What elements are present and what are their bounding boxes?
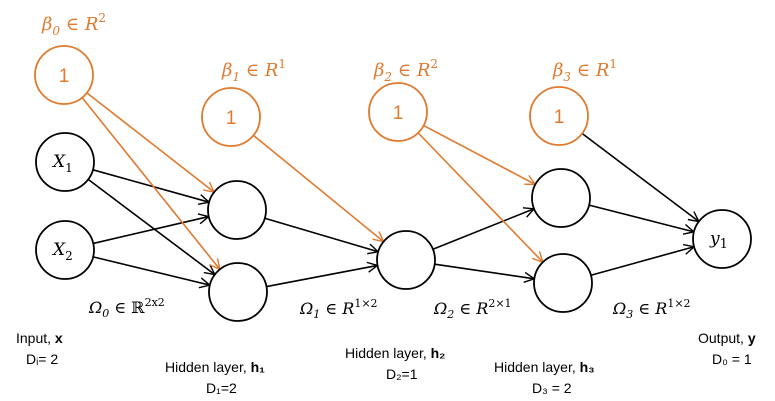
input-node-x2 [35, 220, 95, 280]
edge-h1b-h2 [266, 265, 377, 288]
layer-symbol: x [55, 330, 63, 346]
layer-symbol: h₃ [580, 359, 595, 375]
layer-title: Hidden layer, [165, 359, 251, 375]
output-node-y1 [692, 209, 752, 269]
layer-dimension: D₀ = 1 [712, 351, 752, 367]
hidden-node-h2 [376, 230, 436, 290]
edge-x1-h1a [92, 169, 209, 202]
bias-node-label: 1 [226, 108, 237, 129]
edge-h3b-y1 [590, 247, 694, 277]
layer-dimension: Dᵢ= 2 [26, 351, 58, 367]
layer-title: Hidden layer, [494, 359, 580, 375]
svg-text:Output, y: Output, y [698, 330, 756, 346]
bias-edge-b2-h3a [423, 124, 536, 185]
layer-dimension: D₁=2 [206, 380, 237, 396]
weight-annotation-omega0: Ω0 ∈ ℝ2x2 [88, 296, 165, 320]
svg-text:Input, x: Input, x [16, 330, 63, 346]
bias-node-label: 1 [393, 103, 404, 124]
bias-annotation-b0: β0 ∈ R2 [41, 11, 106, 38]
layer-symbol: y [748, 330, 756, 346]
weight-annotation-omega1: Ω1 ∈ R1×2 [299, 297, 378, 321]
weight-annotation-omega2: Ω2 ∈ R2×1 [433, 297, 512, 321]
layer-dimension: D₂=1 [386, 366, 418, 382]
edge-h3a-y1 [588, 204, 694, 232]
edge-h2-h3b [434, 263, 535, 279]
bias-node-label: 1 [59, 66, 70, 87]
bias-annotation-b3: β3 ∈ R1 [552, 57, 617, 84]
edge-h2-h3a [432, 209, 534, 250]
layer-title: Hidden layer, [345, 345, 431, 361]
bias-node-b2 [368, 82, 428, 142]
edge-h1a-h2 [264, 217, 378, 252]
svg-text:Hidden layer, h₃: Hidden layer, h₃ [494, 359, 595, 375]
input-node-label: X1 [51, 152, 73, 175]
hidden-node-h1b [208, 262, 268, 322]
output-node-label: y1 [709, 229, 728, 252]
bias-edge-b0-h1b [81, 97, 220, 270]
layer-dimension: D₃ = 2 [532, 380, 572, 396]
layer-label-output: Output, y D₀ = 1 [698, 330, 756, 367]
hidden-node-h3b [533, 253, 593, 313]
svg-text:Hidden layer, h₁: Hidden layer, h₁ [165, 359, 265, 375]
edge-x2-h1a [93, 217, 209, 245]
edge-b3-y1 [581, 132, 699, 221]
bias-edge-b0-h1a [86, 92, 214, 192]
layer-symbol: h₂ [431, 345, 446, 361]
input-node-x1 [35, 132, 95, 192]
hidden-node-h3a [531, 168, 591, 228]
layer-title: Input, [16, 330, 55, 346]
layer-label-h3: Hidden layer, h₃ D₃ = 2 [494, 359, 595, 396]
layer-label-h1: Hidden layer, h₁ D₁=2 [165, 359, 265, 396]
bias-node-b1 [201, 87, 261, 147]
layer-title: Output, [698, 330, 748, 346]
bias-node-label: 1 [554, 107, 565, 128]
bias-edge-b2-h3b [417, 132, 543, 262]
input-node-label: X2 [51, 240, 73, 263]
bias-node-b3 [529, 86, 589, 146]
bias-annotation-b2: β2 ∈ R2 [373, 57, 438, 84]
edge-x1-h1b [87, 178, 215, 274]
edge-x2-h1b [92, 256, 210, 285]
layer-symbol: h₁ [251, 359, 266, 375]
hidden-node-h1a [207, 180, 267, 240]
weight-annotation-omega3: Ω3 ∈ R1×2 [612, 297, 691, 321]
bias-annotation-b1: β1 ∈ R1 [221, 57, 286, 84]
bias-node-b0 [34, 45, 94, 105]
svg-text:Hidden layer, h₂: Hidden layer, h₂ [345, 345, 445, 361]
edges-group [81, 92, 699, 288]
layer-label-h2: Hidden layer, h₂ D₂=1 [345, 345, 445, 382]
bias-edge-b1-h2 [252, 134, 383, 241]
layer-label-input: Input, x Dᵢ= 2 [16, 330, 63, 367]
